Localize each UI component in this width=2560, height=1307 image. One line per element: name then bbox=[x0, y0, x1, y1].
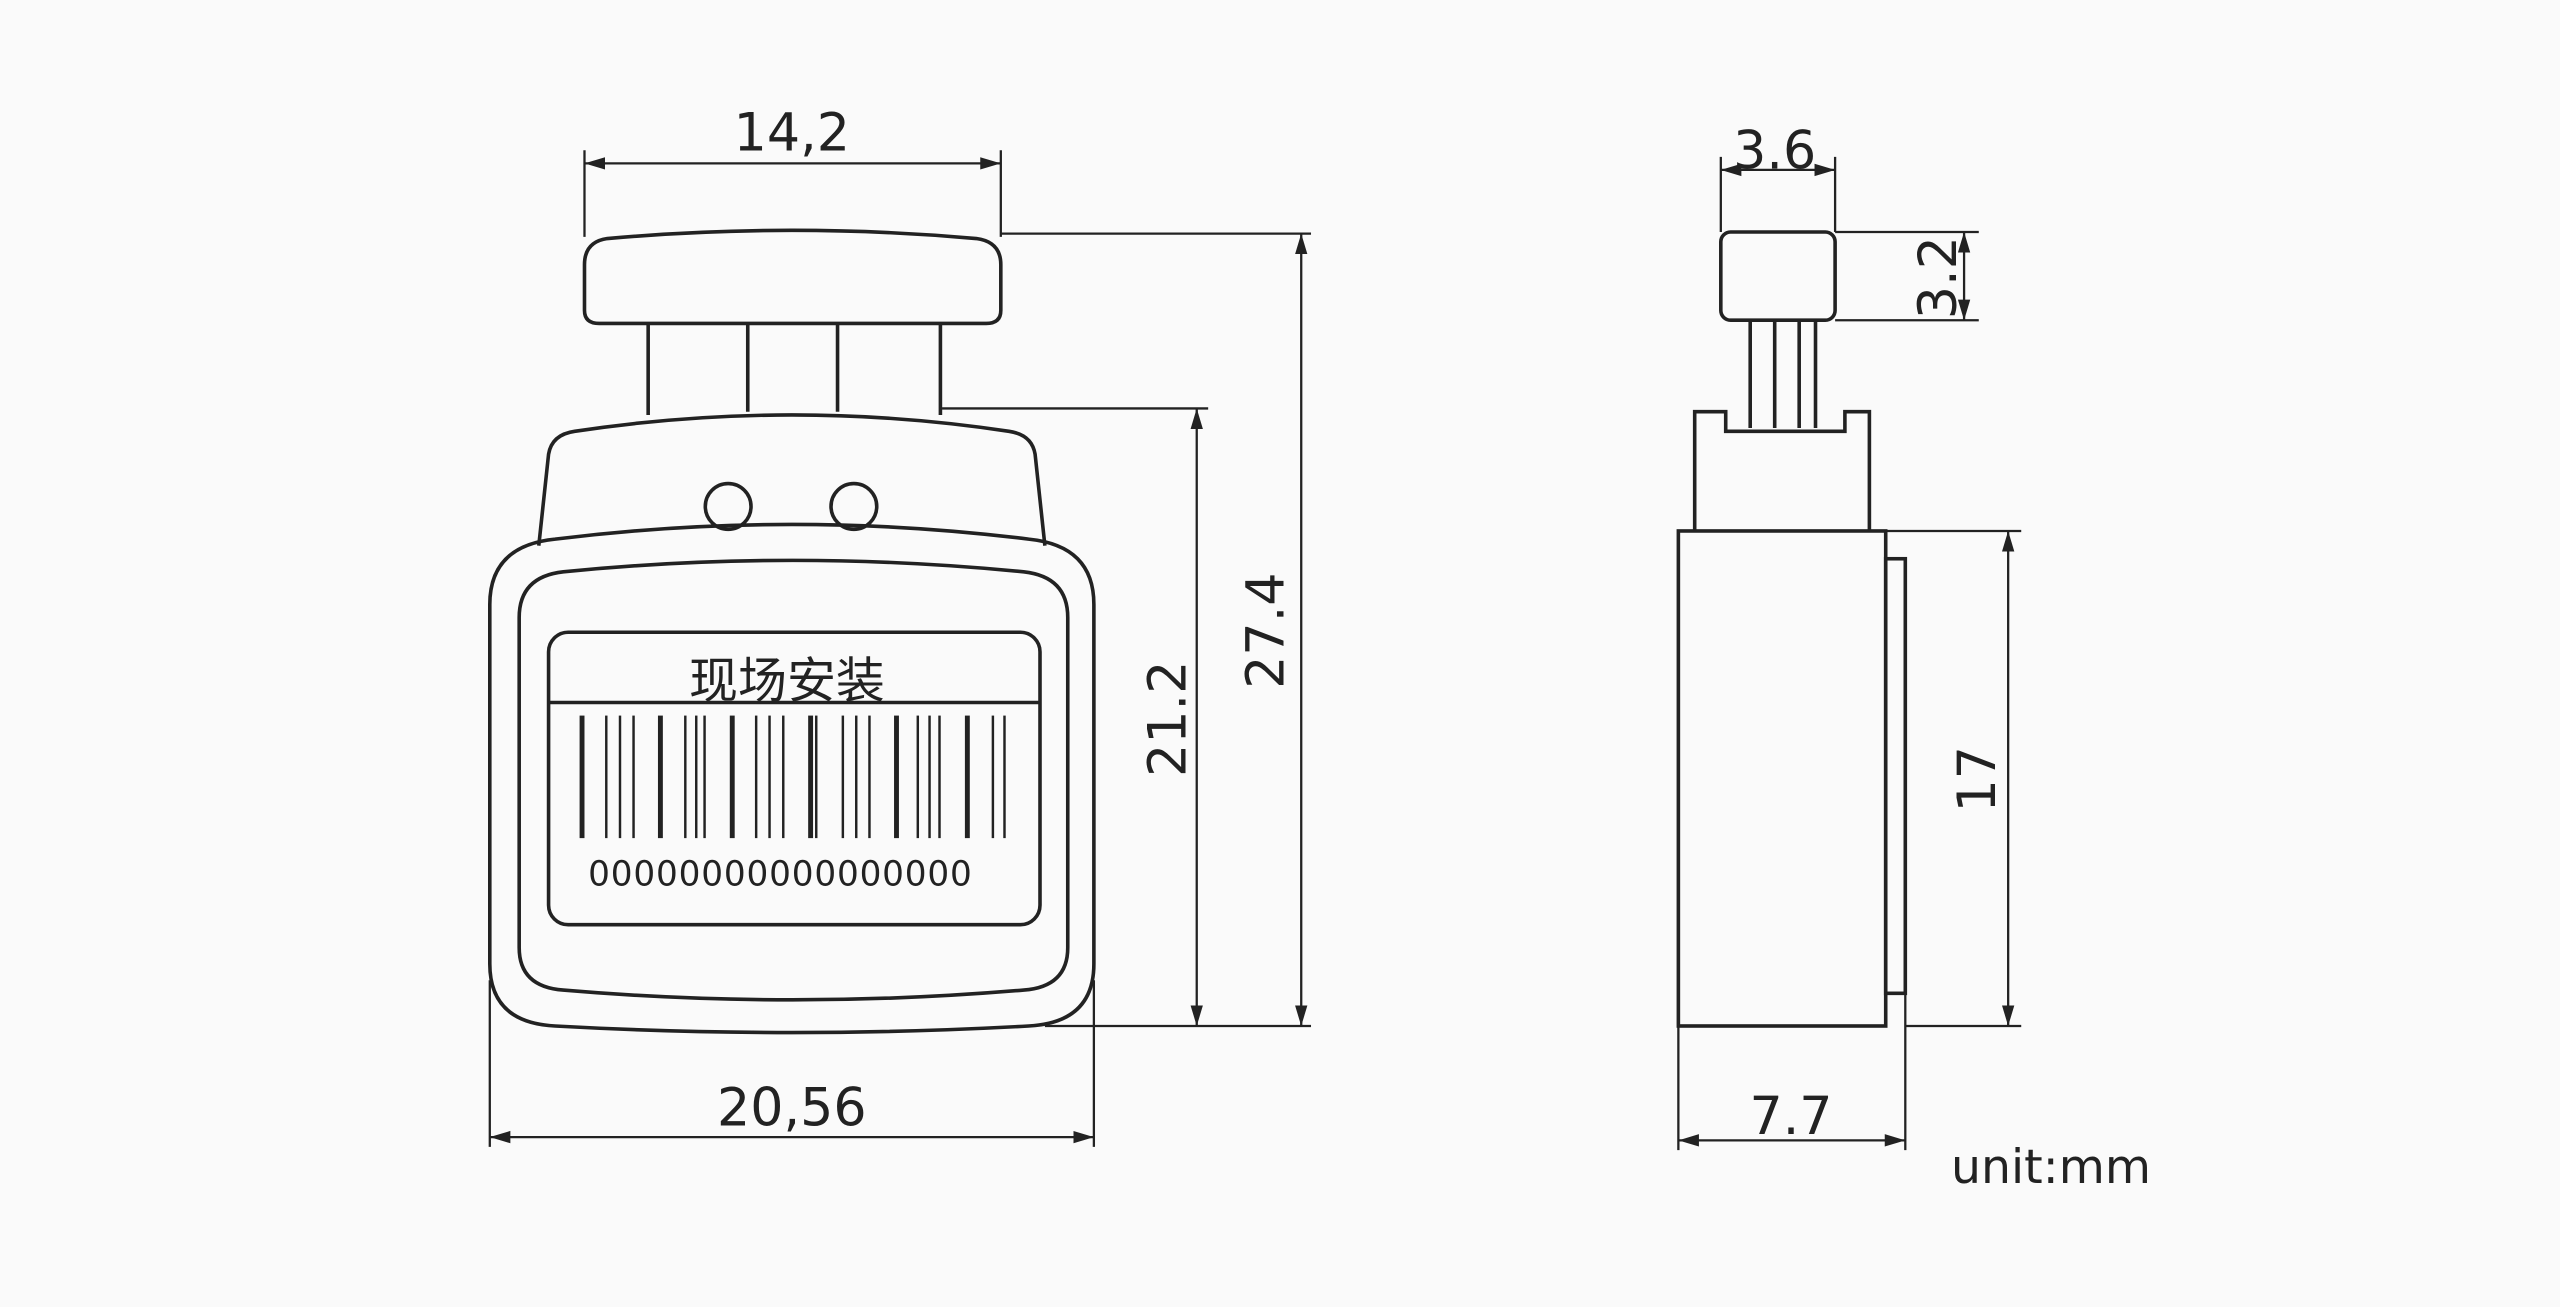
label-text: 现场安装 bbox=[689, 653, 885, 710]
barcode-bar bbox=[703, 715, 706, 839]
barcode-bar bbox=[782, 715, 785, 839]
seal-pins bbox=[646, 323, 943, 415]
front-view: 现场安装 00000000000000000 14,2 27.4 21.2 20… bbox=[488, 102, 1312, 1147]
side-body bbox=[1676, 529, 1888, 1028]
dimension-label: 20,56 bbox=[717, 1078, 867, 1139]
dimension-body-width: 20,56 bbox=[488, 980, 1096, 1147]
dimension-side-depth: 7.7 bbox=[1677, 993, 1907, 1151]
barcode-bar bbox=[618, 715, 622, 839]
barcode-label bbox=[546, 630, 1042, 927]
barcode-number: 00000000000000000 bbox=[588, 854, 973, 894]
dimension-body-height: 21.2 bbox=[942, 407, 1209, 1026]
seal-body-inner bbox=[517, 558, 1070, 1002]
barcode-bar bbox=[657, 715, 663, 839]
side-upper-block bbox=[1692, 409, 1872, 531]
seal-body-outer bbox=[488, 522, 1096, 1035]
barcode-bar bbox=[815, 715, 818, 839]
dimension-cap-width: 3.6 bbox=[1719, 120, 1837, 232]
dimension-top-width: 14,2 bbox=[583, 102, 1002, 237]
barcode-bar bbox=[991, 715, 995, 839]
barcode-bar bbox=[1003, 715, 1006, 839]
side-cap bbox=[1719, 230, 1837, 323]
barcode-bar bbox=[684, 715, 687, 839]
barcode-bar bbox=[964, 715, 970, 839]
dimension-side-body-height: 17 bbox=[1885, 529, 2022, 1028]
barcode-bar bbox=[855, 715, 858, 839]
barcode-bar bbox=[938, 715, 941, 839]
barcode-bar bbox=[916, 715, 920, 839]
barcode-bar bbox=[729, 715, 735, 839]
side-view: 3.6 3.2 17 7.7 unit:mm bbox=[1676, 120, 2151, 1195]
dimension-cap-height: 3.2 bbox=[1835, 230, 1979, 322]
barcode-bar bbox=[754, 715, 758, 839]
dimension-total-height: 27.4 bbox=[1000, 232, 1312, 1028]
barcode-bar bbox=[928, 715, 931, 839]
barcode-bar bbox=[868, 715, 871, 839]
dimension-label: 7.7 bbox=[1749, 1086, 1832, 1147]
unit-label: unit:mm bbox=[1951, 1140, 2151, 1195]
barcode bbox=[579, 715, 1006, 839]
dimension-label: 21.2 bbox=[1137, 661, 1198, 777]
hole bbox=[829, 481, 879, 532]
barcode-bar bbox=[632, 715, 635, 839]
barcode-bar bbox=[841, 715, 845, 839]
barcode-bar bbox=[894, 715, 899, 839]
barcode-bar bbox=[605, 715, 608, 839]
seal-cap bbox=[582, 228, 1003, 326]
barcode-bar bbox=[579, 715, 585, 839]
barcode-bar bbox=[768, 715, 771, 839]
dimension-label: 27.4 bbox=[1235, 572, 1296, 688]
dimension-label: 14,2 bbox=[734, 102, 850, 163]
barcode-bar bbox=[695, 715, 698, 839]
dimension-label: 17 bbox=[1947, 746, 2008, 813]
barcode-bar bbox=[808, 715, 814, 839]
dimension-label: 3.2 bbox=[1908, 236, 1969, 319]
side-stems bbox=[1748, 320, 1818, 429]
seal-upper-body bbox=[536, 413, 1047, 546]
dimension-label: 3.6 bbox=[1733, 120, 1816, 181]
hole bbox=[703, 481, 753, 532]
side-flange bbox=[1883, 556, 1908, 996]
